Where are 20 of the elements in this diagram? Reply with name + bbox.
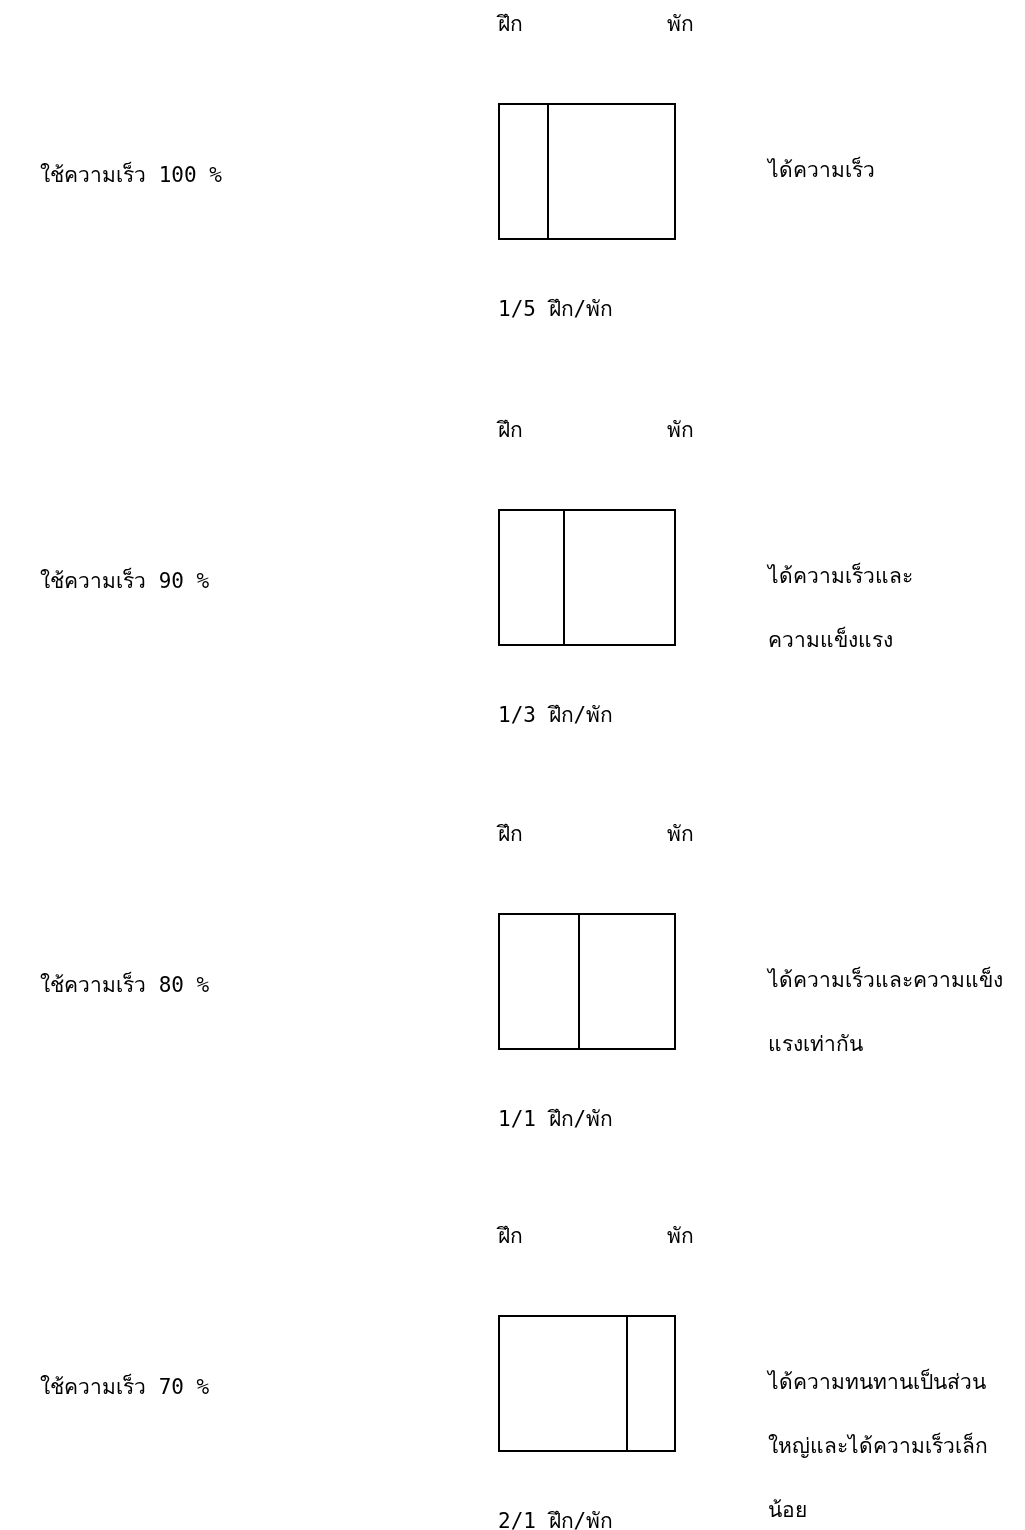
column-heading: พัก — [667, 1223, 694, 1250]
speed-label: ใช้ความเร็ว 70 % — [40, 1372, 210, 1401]
column-heading: ฝึก — [498, 1223, 523, 1250]
ratio-caption: 1/5 ฝึก/พัก — [498, 296, 614, 323]
effect-label: ได้ความเร็วและความแข็งแรง — [768, 561, 914, 654]
effect-label: ได้ความเร็ว — [768, 155, 876, 184]
effect-label: ได้ความทนทานเป็นส่วนใหญ่และได้ความเร็วเล็กน้อย — [768, 1367, 989, 1524]
column-heading: ฝึก — [498, 11, 523, 38]
ratio-caption: 1/3 ฝึก/พัก — [498, 702, 614, 729]
column-heading: พัก — [667, 821, 694, 848]
column-heading: ฝึก — [498, 821, 523, 848]
column-heading: ฝึก — [498, 417, 523, 444]
speed-label: ใช้ความเร็ว 80 % — [40, 970, 210, 999]
speed-label: ใช้ความเร็ว 100 % — [40, 160, 222, 189]
column-heading: พัก — [667, 11, 694, 38]
effect-label: ได้ความเร็วและความแข็งแรงเท่ากัน — [768, 965, 1004, 1058]
column-heading: พัก — [667, 417, 694, 444]
ratio-caption: 1/1 ฝึก/พัก — [498, 1106, 614, 1133]
speed-label: ใช้ความเร็ว 90 % — [40, 566, 210, 595]
ratio-caption: 2/1 ฝึก/พัก — [498, 1508, 614, 1530]
